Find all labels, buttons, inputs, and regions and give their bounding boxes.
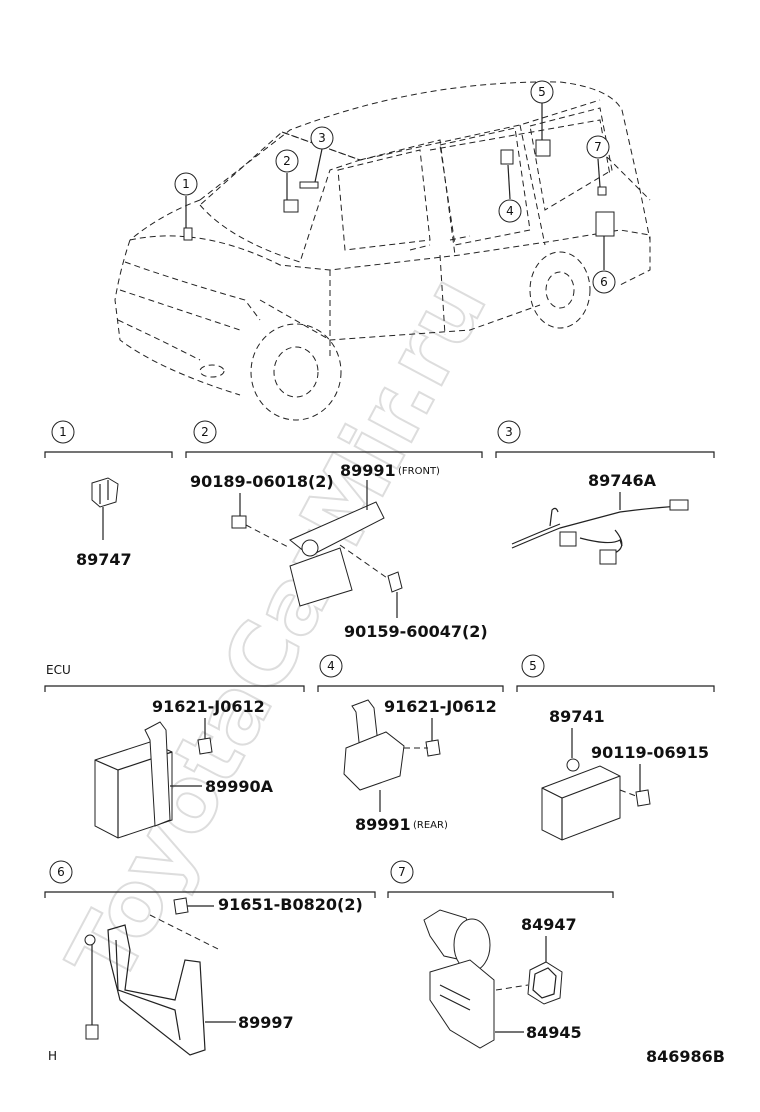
svg-text:84947: 84947 bbox=[521, 915, 577, 934]
section-ecu: ECU bbox=[44, 663, 305, 692]
svg-text:(FRONT): (FRONT) bbox=[398, 466, 440, 477]
van-callouts: 1 2 3 4 5 6 7 bbox=[174, 80, 616, 294]
svg-text:5: 5 bbox=[529, 659, 537, 673]
van-illustration bbox=[114, 81, 651, 421]
svg-text:7: 7 bbox=[594, 140, 602, 154]
callout-6 bbox=[592, 270, 616, 294]
part-89747: 89747 bbox=[76, 477, 132, 569]
callout-5 bbox=[530, 80, 554, 104]
svg-text:89741: 89741 bbox=[549, 707, 605, 726]
svg-text:89997: 89997 bbox=[238, 1013, 294, 1032]
svg-text:6: 6 bbox=[57, 865, 65, 879]
svg-text:(REAR): (REAR) bbox=[413, 820, 448, 831]
callout-2 bbox=[275, 149, 299, 173]
svg-text:91621-J0612: 91621-J0612 bbox=[384, 697, 497, 716]
svg-text:90189-06018(2): 90189-06018(2) bbox=[190, 472, 334, 491]
svg-text:91621-J0612: 91621-J0612 bbox=[152, 697, 265, 716]
svg-text:89990A: 89990A bbox=[205, 777, 274, 796]
section-4: 4 bbox=[317, 654, 504, 692]
part-89991-front: 90189-06018(2) 89991 (FRONT) 90159-60047… bbox=[190, 461, 488, 641]
svg-text:3: 3 bbox=[318, 131, 326, 145]
callout-7 bbox=[586, 135, 610, 159]
svg-text:89991: 89991 bbox=[355, 815, 411, 834]
svg-text:90159-60047(2): 90159-60047(2) bbox=[344, 622, 488, 641]
part-89991-rear: 91621-J0612 89991 (REAR) bbox=[343, 697, 497, 834]
part-89741: 89741 90119-06915 bbox=[541, 707, 709, 841]
svg-text:7: 7 bbox=[398, 865, 406, 879]
callout-1 bbox=[174, 172, 198, 196]
part-89997: 91651-B0820(2) 89997 bbox=[84, 895, 363, 1056]
svg-text:89991: 89991 bbox=[340, 461, 396, 480]
svg-text:1: 1 bbox=[182, 177, 190, 191]
svg-text:4: 4 bbox=[327, 659, 335, 673]
callout-3 bbox=[310, 126, 334, 150]
svg-text:90119-06915: 90119-06915 bbox=[591, 743, 709, 762]
section-7: 7 bbox=[387, 860, 614, 898]
part-84945: 84947 84945 bbox=[423, 909, 582, 1049]
section-5: 5 bbox=[516, 654, 715, 692]
svg-text:6: 6 bbox=[600, 275, 608, 289]
diagram-code: 846986B bbox=[646, 1047, 725, 1066]
svg-text:89746A: 89746A bbox=[588, 471, 657, 490]
svg-text:2: 2 bbox=[201, 425, 209, 439]
callout-4 bbox=[498, 199, 522, 223]
section-6: 6 bbox=[44, 860, 376, 898]
svg-text:89747: 89747 bbox=[76, 550, 132, 569]
svg-text:1: 1 bbox=[59, 425, 67, 439]
section-2: 2 bbox=[185, 420, 483, 458]
svg-text:5: 5 bbox=[538, 85, 546, 99]
svg-text:3: 3 bbox=[505, 425, 513, 439]
part-89746A: 89746A bbox=[511, 471, 689, 565]
section-3: 3 bbox=[495, 420, 715, 458]
footer-letter: H bbox=[48, 1049, 57, 1063]
svg-text:2: 2 bbox=[283, 154, 291, 168]
svg-text:4: 4 bbox=[506, 204, 514, 218]
part-89990A: 91621-J0612 89990A bbox=[94, 697, 274, 839]
svg-text:84945: 84945 bbox=[526, 1023, 582, 1042]
svg-text:91651-B0820(2): 91651-B0820(2) bbox=[218, 895, 363, 914]
svg-text:ECU: ECU bbox=[46, 663, 71, 677]
section-1: 1 bbox=[44, 420, 173, 458]
